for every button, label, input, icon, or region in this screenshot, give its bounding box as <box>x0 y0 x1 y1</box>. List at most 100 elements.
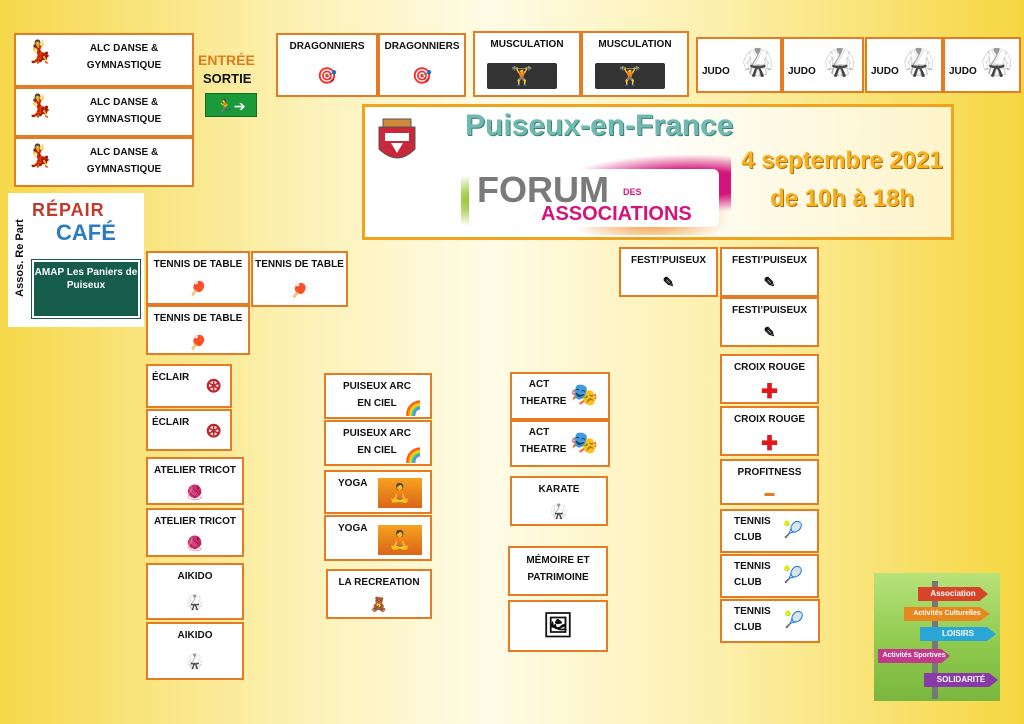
stand-alc-danse[interactable]: 💃 ALC DANSE & GYMNASTIQUE <box>14 137 194 187</box>
toys-icon: 🧸 <box>370 596 388 612</box>
stand-label: ALC DANSE & GYMNASTIQUE <box>86 43 162 71</box>
tennis-player-icon: 🎾 <box>783 522 803 539</box>
stand-label: JUDO <box>949 66 977 77</box>
stand-tennis-club[interactable]: TENNIS CLUB 🎾 <box>720 599 820 643</box>
stand-tennis-de-table[interactable]: TENNIS DE TABLE 🏓 <box>146 251 250 305</box>
sign-loisirs: LOISIRS <box>920 627 996 641</box>
stand-musculation[interactable]: MUSCULATION 🏋 <box>581 31 689 97</box>
theatre-masks-icon: 🎭 <box>570 430 598 455</box>
signpost-poster: Association Activités Culturelles LOISIR… <box>874 573 1000 701</box>
stand-label: AIKIDO <box>177 571 213 582</box>
sign-culturelles: Activités Culturelles <box>904 607 990 621</box>
stand-label: MUSCULATION <box>490 39 564 50</box>
stand-tennis-club[interactable]: TENNIS CLUB 🎾 <box>720 554 819 598</box>
exit-label: SORTIE <box>203 71 252 86</box>
stand-label: ALC DANSE & GYMNASTIQUE <box>86 147 162 175</box>
ping-pong-icon: 🏓 <box>290 282 309 298</box>
red-cross-icon: ✚ <box>761 381 778 403</box>
stand-tennis-club[interactable]: TENNIS CLUB 🎾 <box>720 509 819 553</box>
stand-act-theatre[interactable]: ACT THEATRE 🎭 <box>510 420 610 467</box>
town-crest-icon <box>378 118 416 159</box>
stand-memoire-et-patrimoine-image[interactable]: 🖼 <box>508 600 608 652</box>
tennis-player-icon: 🎾 <box>784 612 804 629</box>
stand-label: JUDO <box>871 66 899 77</box>
stand-label: CROIX ROUGE <box>733 414 806 425</box>
forum-des: DES <box>623 187 642 197</box>
stand-label: ACT THEATRE <box>520 427 567 455</box>
stand-label: DRAGONNIERS <box>289 41 365 52</box>
stand-label: ATELIER TRICOT <box>153 465 237 476</box>
stand-yoga[interactable]: YOGA 🧘 <box>324 515 432 561</box>
profitness-logo-icon: ▬ <box>764 488 775 499</box>
stand-label: DRAGONNIERS <box>384 41 460 52</box>
stand-label: FESTI’PUISEUX <box>731 305 807 316</box>
judoka-icon: 🥋 <box>823 47 856 77</box>
dancer-icon: 💃 <box>26 39 54 64</box>
stand-la-recreation[interactable]: LA RECREATION 🧸 <box>326 569 432 619</box>
forum-title: FORUM <box>477 169 609 210</box>
stand-dragonniers[interactable]: DRAGONNIERS 🎯 <box>276 33 378 97</box>
stand-festi-puiseux[interactable]: FESTI’PUISEUX ✎ <box>619 247 718 297</box>
stand-label: ÉCLAIR <box>152 417 190 428</box>
stand-judo[interactable]: JUDO 🥋 <box>865 37 943 93</box>
event-date: 4 septembre 2021 <box>741 147 943 174</box>
stand-atelier-tricot[interactable]: ATELIER TRICOT 🧶 <box>146 457 244 505</box>
event-hours: de 10h à 18h <box>769 185 915 212</box>
stand-dragonniers[interactable]: DRAGONNIERS 🎯 <box>378 33 466 97</box>
stand-judo[interactable]: JUDO 🥋 <box>943 37 1021 93</box>
stand-judo[interactable]: JUDO 🥋 <box>696 37 782 93</box>
cafe-text: CAFÉ <box>56 220 116 245</box>
stand-aikido[interactable]: AIKIDO 🥋 <box>146 563 244 620</box>
stand-label: TENNIS DE TABLE <box>255 259 344 270</box>
aikido-icon: 🥋 <box>186 653 204 669</box>
repair-text: RÉPAIR <box>32 200 105 220</box>
stand-croix-rouge[interactable]: CROIX ROUGE ✚ <box>720 354 819 404</box>
rainbow-icon: 🌈 <box>404 400 422 416</box>
yarn-icon: 🧶 <box>186 535 204 551</box>
stand-festi-puiseux[interactable]: FESTI’PUISEUX ✎ <box>720 247 819 297</box>
stand-alc-danse[interactable]: 💃 ALC DANSE & GYMNASTIQUE <box>14 87 194 137</box>
stand-yoga[interactable]: YOGA 🧘 <box>324 470 432 514</box>
stand-label: TENNIS CLUB <box>734 516 771 543</box>
stand-puiseux-arc-en-ciel[interactable]: PUISEUX ARC EN CIEL 🌈 <box>324 420 432 466</box>
stand-alc-danse[interactable]: 💃 ALC DANSE & GYMNASTIQUE <box>14 33 194 87</box>
forum-banner: Puiseux-en-France FORUM DES ASSOCIATIONS… <box>362 104 954 240</box>
repair-cafe-logo[interactable]: RÉPAIR CAFÉ <box>28 194 140 254</box>
stand-label: MUSCULATION <box>598 39 672 50</box>
stand-act-theatre[interactable]: ACT THEATRE 🎭 <box>510 372 610 420</box>
tennis-player-icon: 🎾 <box>783 567 803 584</box>
stand-memoire-et-patrimoine[interactable]: MÉMOIRE ET PATRIMOINE <box>508 546 608 596</box>
yoga-sunset-icon: 🧘 <box>378 478 422 508</box>
stand-musculation[interactable]: MUSCULATION 🏋 <box>473 31 581 97</box>
stand-label: LA RECREATION <box>338 577 420 588</box>
stand-judo[interactable]: JUDO 🥋 <box>782 37 864 93</box>
stand-label: FESTI’PUISEUX <box>630 255 706 266</box>
red-cross-icon: ✚ <box>761 433 778 455</box>
stand-eclair[interactable]: ÉCLAIR ⊛ <box>146 409 232 451</box>
stand-karate[interactable]: KARATE 🥋 <box>510 476 608 526</box>
stand-label: FESTI’PUISEUX <box>731 255 807 266</box>
stand-croix-rouge[interactable]: CROIX ROUGE ✚ <box>720 406 819 456</box>
aikido-icon: 🥋 <box>186 594 204 610</box>
stand-label: YOGA <box>338 523 368 534</box>
stand-tennis-de-table[interactable]: TENNIS DE TABLE 🏓 <box>251 251 348 307</box>
stand-label: MÉMOIRE ET PATRIMOINE <box>526 555 590 583</box>
theatre-masks-icon: 🎭 <box>570 382 598 407</box>
festi-puiseux-icon: ✎ <box>662 274 675 290</box>
stand-tennis-de-table[interactable]: TENNIS DE TABLE 🏓 <box>146 305 250 355</box>
stand-label: TENNIS DE TABLE <box>153 259 243 270</box>
emergency-exit-icon: 🏃➔ <box>205 93 257 117</box>
amap-sign[interactable]: AMAP Les Paniers de Puiseux <box>32 260 140 318</box>
stand-atelier-tricot[interactable]: ATELIER TRICOT 🧶 <box>146 508 244 557</box>
forum-logo-box <box>469 169 719 227</box>
stand-label: CROIX ROUGE <box>733 362 806 373</box>
stand-eclair[interactable]: ÉCLAIR ⊛ <box>146 364 232 408</box>
stand-label: ALC DANSE & GYMNASTIQUE <box>86 97 162 125</box>
stand-festi-puiseux[interactable]: FESTI’PUISEUX ✎ <box>720 297 819 347</box>
stand-aikido[interactable]: AIKIDO 🥋 <box>146 622 244 680</box>
stand-profitness[interactable]: PROFITNESS ▬ <box>720 459 819 505</box>
stand-label: YOGA <box>338 478 368 489</box>
stand-label: PUISEUX ARC EN CIEL <box>343 428 411 456</box>
sign-association: Association <box>918 587 988 601</box>
stand-puiseux-arc-en-ciel[interactable]: PUISEUX ARC EN CIEL 🌈 <box>324 373 432 419</box>
